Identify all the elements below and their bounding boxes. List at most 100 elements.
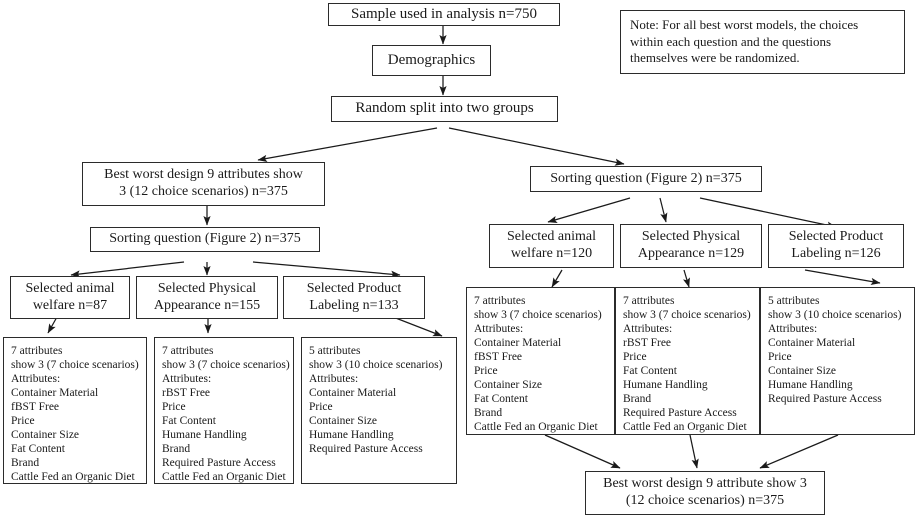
attribute-line: Container Material <box>474 337 562 350</box>
attribute-line: 5 attributes <box>768 295 820 307</box>
attribute-line: Fat Content <box>162 415 216 428</box>
attribute-line: Humane Handling <box>768 379 853 392</box>
node-left-selected-product-labeling: Selected Product Labeling n=133 <box>283 276 425 319</box>
attribute-line: Attributes: <box>474 323 524 336</box>
attribute-line: Container Material <box>768 337 856 350</box>
attribute-line: Price <box>623 351 647 364</box>
node-right-sorting-question: Sorting question (Figure 2) n=375 <box>530 166 762 192</box>
attribute-line: Cattle Fed an Organic Diet <box>623 421 747 434</box>
attribute-line: Fat Content <box>474 393 528 406</box>
note-box: Note: For all best worst models, the cho… <box>620 10 905 74</box>
node-label-line-1: Selected Product <box>788 229 884 245</box>
attribute-line: Brand <box>623 393 652 406</box>
attribute-line: 7 attributes <box>474 295 526 307</box>
node-right-selected-physical-appearance: Selected Physical Appearance n=129 <box>620 224 762 268</box>
node-label: Sample used in analysis n=750 <box>351 5 537 22</box>
attribute-box-left-product-labeling: 5 attributes show 3 (10 choice scenarios… <box>301 337 457 484</box>
attribute-line: Brand <box>162 443 191 456</box>
node-label-line-2: (12 choice scenarios) n=375 <box>625 493 785 508</box>
attribute-line: Fat Content <box>623 365 677 378</box>
attribute-line: Container Material <box>11 387 99 400</box>
node-label-line-1: Selected Physical <box>641 229 741 245</box>
node-bottom-best-worst-design: Best worst design 9 attribute show 3 (12… <box>585 471 825 515</box>
node-left-best-worst-design: Best worst design 9 attributes show 3 (1… <box>82 162 325 206</box>
attribute-line: 7 attributes <box>162 345 214 357</box>
attribute-box-left-physical-appearance: 7 attributes show 3 (7 choice scenarios)… <box>154 337 294 484</box>
attribute-line: Humane Handling <box>309 429 394 442</box>
node-random-split: Random split into two groups <box>331 96 558 122</box>
node-label-line-2: 3 (12 choice scenarios) n=375 <box>119 184 288 199</box>
attribute-line: Required Pasture Access <box>162 457 276 470</box>
node-right-selected-product-labeling: Selected Product Labeling n=126 <box>768 224 904 268</box>
attribute-line: Container Size <box>768 365 837 378</box>
attribute-line: Price <box>11 415 35 428</box>
node-label: Random split into two groups <box>355 100 534 117</box>
note-line-3: themselves were be randomized. <box>630 50 800 66</box>
node-label-line-2: Labeling n=126 <box>791 246 881 261</box>
attribute-line: show 3 (7 choice scenarios) <box>474 309 602 322</box>
node-label-line-2: Appearance n=129 <box>637 246 745 261</box>
attribute-line: Price <box>309 401 333 414</box>
note-line-2: within each question and the questions <box>630 33 832 49</box>
attribute-line: Humane Handling <box>162 429 247 442</box>
attribute-line: Brand <box>11 457 40 470</box>
attribute-line: show 3 (7 choice scenarios) <box>623 309 751 322</box>
node-label-line-2: welfare n=120 <box>510 246 593 261</box>
attribute-line: rBST Free <box>623 337 672 350</box>
attribute-line: Attributes: <box>768 323 818 336</box>
attribute-line: Required Pasture Access <box>309 443 423 456</box>
attribute-line: Required Pasture Access <box>623 407 737 420</box>
attribute-line: Container Size <box>11 429 80 442</box>
attribute-box-right-animal-welfare: 7 attributes show 3 (7 choice scenarios)… <box>466 287 615 435</box>
attribute-line: show 3 (7 choice scenarios) <box>11 359 139 372</box>
node-label-line-2: Labeling n=133 <box>309 297 399 313</box>
attribute-line: Attributes: <box>623 323 673 336</box>
node-left-selected-physical-appearance: Selected Physical Appearance n=155 <box>136 276 278 319</box>
node-label-line-2: welfare n=87 <box>32 297 108 313</box>
attribute-line: Attributes: <box>11 373 61 386</box>
attribute-line: 5 attributes <box>309 345 361 357</box>
attribute-line: Cattle Fed an Organic Diet <box>11 471 135 484</box>
attribute-box-left-animal-welfare: 7 attributes show 3 (7 choice scenarios)… <box>3 337 147 484</box>
attribute-line: Attributes: <box>162 373 212 386</box>
attribute-line: Humane Handling <box>623 379 708 392</box>
node-left-selected-animal-welfare: Selected animal welfare n=87 <box>10 276 130 319</box>
node-label-line-1: Selected Physical <box>157 280 257 296</box>
node-left-sorting-question: Sorting question (Figure 2) n=375 <box>90 227 320 252</box>
attribute-line: Cattle Fed an Organic Diet <box>162 471 286 484</box>
node-label: Sorting question (Figure 2) n=375 <box>109 231 301 247</box>
attribute-line: Container Size <box>474 379 543 392</box>
node-label: Sorting question (Figure 2) n=375 <box>550 170 742 186</box>
node-right-selected-animal-welfare: Selected animal welfare n=120 <box>489 224 614 268</box>
attribute-line: Required Pasture Access <box>768 393 882 406</box>
attribute-line: show 3 (10 choice scenarios) <box>309 359 443 372</box>
node-label-line-1: Best worst design 9 attribute show 3 <box>603 476 807 492</box>
attribute-line: Brand <box>474 407 503 420</box>
attribute-line: Attributes: <box>309 373 359 386</box>
attribute-line: rBST Free <box>162 387 211 400</box>
attribute-box-right-physical-appearance: 7 attributes show 3 (7 choice scenarios)… <box>615 287 760 435</box>
node-label-line-2: Appearance n=155 <box>153 297 261 313</box>
node-sample-used-in-analysis: Sample used in analysis n=750 <box>328 3 560 26</box>
node-label-line-1: Selected animal <box>506 229 597 245</box>
note-line-1: Note: For all best worst models, the cho… <box>630 17 859 32</box>
attribute-line: Container Size <box>309 415 378 428</box>
attribute-line: Price <box>768 351 792 364</box>
attribute-line: fBST Free <box>11 401 60 414</box>
attribute-line: Fat Content <box>11 443 65 456</box>
attribute-line: Cattle Fed an Organic Diet <box>474 421 598 434</box>
attribute-line: show 3 (7 choice scenarios) <box>162 359 290 372</box>
node-label-line-1: Selected Product <box>306 280 402 296</box>
node-label-line-1: Best worst design 9 attributes show <box>104 167 303 183</box>
attribute-line: 7 attributes <box>11 345 63 357</box>
attribute-line: Price <box>474 365 498 378</box>
attribute-line: fBST Free <box>474 351 523 364</box>
node-demographics: Demographics <box>372 45 491 76</box>
attribute-box-right-product-labeling: 5 attributes show 3 (10 choice scenarios… <box>760 287 915 435</box>
node-label-line-1: Selected animal <box>25 280 115 296</box>
attribute-line: show 3 (10 choice scenarios) <box>768 309 902 322</box>
node-label: Demographics <box>387 51 476 68</box>
attribute-line: Price <box>162 401 186 414</box>
attribute-line: 7 attributes <box>623 295 675 307</box>
